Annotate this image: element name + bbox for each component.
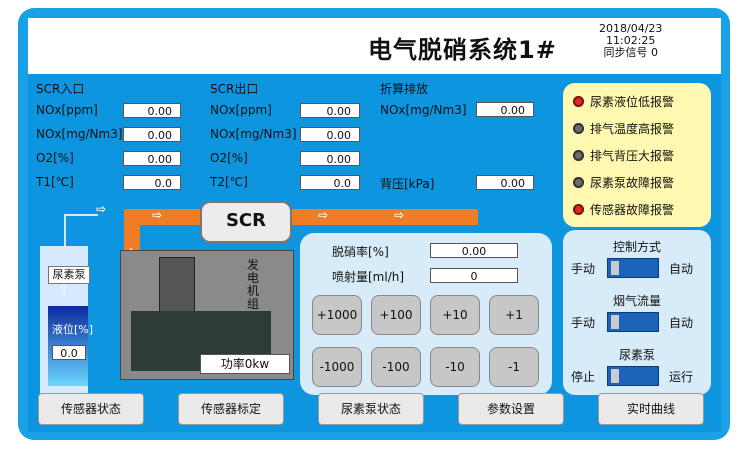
alarm-led-gray-icon	[573, 177, 584, 188]
inlet-nox-ppm-label: NOx[ppm]	[36, 103, 98, 117]
generator-panel-icon	[159, 257, 195, 315]
inlet-heading: SCR入口	[36, 82, 85, 96]
alarm-panel: 尿素液位低报警 排气温度高报警 排气背压大报警 尿素泵故障报警 传感器故障报警	[563, 83, 711, 227]
outlet-nox-ppm-label: NOx[ppm]	[210, 103, 272, 117]
pump-mode-left-label: 停止	[571, 370, 596, 384]
flow-arrow-icon: ⇨	[394, 208, 405, 222]
nav-realtime-curve-button[interactable]: 实时曲线	[598, 393, 704, 425]
control-mode-heading: 控制方式	[613, 240, 662, 254]
flow-arrow-icon: ⇨	[96, 202, 107, 216]
power-readout: 功率0kw	[200, 354, 290, 374]
level-value: 0.0	[52, 345, 86, 360]
rate-value: 0.00	[430, 243, 518, 258]
outlet-nox-mg-value: 0.00	[300, 127, 360, 142]
alarm-backpressure: 排气背压大报警	[573, 147, 674, 164]
nav-urea-pump-status-button[interactable]: 尿素泵状态	[318, 393, 424, 425]
outlet-nox-ppm-value: 0.00	[300, 103, 360, 118]
inlet-temp-label: T1[℃]	[36, 175, 74, 189]
nav-parameter-settings-button[interactable]: 参数设置	[458, 393, 564, 425]
control-mode-switch[interactable]	[607, 258, 659, 278]
flow-mode-right-label: 自动	[669, 316, 694, 330]
spray-label: 喷射量[ml/h]	[332, 270, 405, 284]
alarm-label: 尿素液位低报警	[590, 95, 675, 109]
flow-arrow-icon: ⇨	[318, 208, 329, 222]
control-mode-left-label: 手动	[571, 262, 596, 276]
alarm-sensor-fault: 传感器故障报警	[573, 201, 674, 218]
outlet-heading: SCR出口	[210, 82, 259, 96]
alarm-label: 尿素泵故障报警	[590, 176, 675, 190]
nav-sensor-status-button[interactable]: 传感器状态	[38, 393, 144, 425]
pump-mode-right-label: 运行	[669, 370, 694, 384]
alarm-exhaust-temp: 排气温度高报警	[573, 120, 674, 137]
alarm-led-red-icon	[573, 204, 584, 215]
inlet-nox-mg-label: NOx[mg/Nm3]	[36, 127, 123, 141]
clock: 2018/04/23 11:02:25 同步信号 0	[599, 23, 662, 59]
increment-1-button[interactable]: +1	[489, 295, 539, 335]
exhaust-pipe-in	[124, 209, 200, 225]
alarm-led-red-icon	[573, 96, 584, 107]
generator-label: 发电机组	[247, 258, 260, 311]
nav-sensor-calibration-button[interactable]: 传感器标定	[178, 393, 284, 425]
outlet-temp-label: T2[℃]	[210, 175, 248, 189]
urea-line	[64, 214, 66, 274]
urea-pump-button[interactable]: 尿素泵	[48, 266, 90, 284]
inlet-nox-mg-value: 0.00	[123, 127, 181, 142]
alarm-label: 传感器故障报警	[590, 203, 675, 217]
exhaust-pipe-out	[288, 209, 478, 225]
flow-mode-heading: 烟气流量	[613, 294, 662, 308]
spray-value: 0	[430, 268, 518, 283]
alarm-led-gray-icon	[573, 150, 584, 161]
title-bar: 电气脱硝系统1# 2018/04/23 11:02:25 同步信号 0	[28, 18, 721, 74]
converted-nox-value: 0.00	[476, 102, 534, 117]
backpressure-label: 背压[kPa]	[380, 177, 435, 191]
flow-mode-switch[interactable]	[607, 312, 659, 332]
inlet-nox-ppm-value: 0.00	[123, 103, 181, 118]
outlet-temp-value: 0.0	[300, 175, 360, 190]
decrement-10-button[interactable]: -10	[430, 347, 480, 387]
increment-1000-button[interactable]: +1000	[312, 295, 362, 335]
time-text: 11:02:25	[606, 34, 656, 47]
alarm-label: 排气温度高报警	[590, 122, 675, 136]
flow-mode-left-label: 手动	[571, 316, 596, 330]
control-mode-right-label: 自动	[669, 262, 694, 276]
pump-up-arrow-icon: ⇧	[58, 283, 69, 298]
date-text: 2018/04/23	[599, 22, 663, 35]
switch-knob-icon	[611, 261, 619, 275]
sync-text: 同步信号 0	[603, 46, 658, 59]
urea-line	[64, 214, 98, 216]
page-title: 电气脱硝系统1#	[368, 36, 557, 64]
decrement-100-button[interactable]: -100	[371, 347, 421, 387]
flow-arrow-icon: ⇨	[152, 208, 163, 222]
scr-reactor: SCR	[200, 201, 292, 243]
pump-mode-heading: 尿素泵	[619, 348, 656, 362]
inlet-o2-label: O2[%]	[36, 151, 74, 165]
converted-heading: 折算排放	[380, 82, 429, 96]
rate-label: 脱硝率[%]	[332, 245, 389, 259]
outlet-o2-label: O2[%]	[210, 151, 248, 165]
backpressure-value: 0.00	[476, 175, 534, 190]
inlet-o2-value: 0.00	[123, 151, 181, 166]
inlet-temp-value: 0.0	[123, 175, 181, 190]
decrement-1000-button[interactable]: -1000	[312, 347, 362, 387]
converted-nox-label: NOx[mg/Nm3]	[380, 103, 467, 117]
pump-mode-switch[interactable]	[607, 366, 659, 386]
alarm-led-gray-icon	[573, 123, 584, 134]
alarm-pump-fault: 尿素泵故障报警	[573, 174, 674, 191]
decrement-1-button[interactable]: -1	[489, 347, 539, 387]
increment-100-button[interactable]: +100	[371, 295, 421, 335]
mode-panel: 控制方式 手动 自动 烟气流量 手动 自动 尿素泵 停止 运行	[563, 230, 711, 395]
injection-control-panel: 脱硝率[%] 0.00 喷射量[ml/h] 0 +1000 +100 +10 +…	[300, 233, 552, 395]
hmi-screen: 电气脱硝系统1# 2018/04/23 11:02:25 同步信号 0 SCR入…	[28, 18, 721, 432]
level-label: 液位[%]	[52, 323, 94, 336]
alarm-urea-level: 尿素液位低报警	[573, 93, 674, 110]
increment-10-button[interactable]: +10	[430, 295, 480, 335]
outlet-nox-mg-label: NOx[mg/Nm3]	[210, 127, 297, 141]
outlet-o2-value: 0.00	[300, 151, 360, 166]
alarm-label: 排气背压大报警	[590, 149, 675, 163]
switch-knob-icon	[611, 369, 619, 383]
switch-knob-icon	[611, 315, 619, 329]
